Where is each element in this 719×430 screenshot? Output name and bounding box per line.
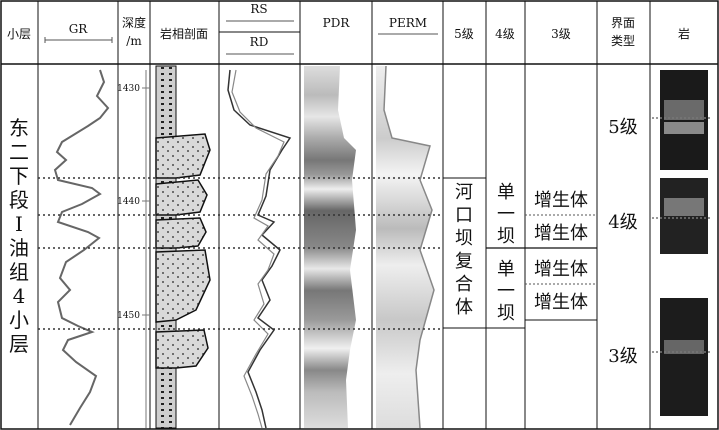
gr-curve [53, 69, 110, 426]
rs-curve [227, 69, 292, 429]
depth-tick-1450: 1450 [117, 311, 140, 321]
svg-text:油: 油 [9, 236, 29, 260]
svg-text:层: 层 [9, 332, 29, 356]
svg-text:坝: 坝 [497, 226, 515, 247]
gr-scale-bar [44, 37, 113, 43]
interface-label-5: 5级 [608, 117, 637, 138]
svg-text:河: 河 [455, 182, 473, 203]
sand-body-1 [155, 133, 211, 179]
layer-name-vertical: 东 二 下 段 I 油 组 4 小 层 [9, 116, 29, 356]
header-gr: GR [69, 22, 89, 36]
header-interface-line2: 类型 [611, 34, 635, 48]
level3-dividers [525, 214, 597, 285]
level3-unit-2: 增生体 [534, 223, 588, 244]
header-level5: 5级 [454, 27, 474, 41]
svg-text:一: 一 [497, 281, 515, 302]
core-photos [660, 70, 708, 416]
svg-text:组: 组 [9, 260, 29, 284]
level3-unit-1: 增生体 [534, 190, 588, 211]
header-pdr: PDR [323, 16, 351, 30]
interface-label-3: 3级 [608, 346, 637, 367]
header-depth-line2: /m [126, 34, 142, 48]
level5-unit-box [442, 177, 487, 329]
sand-body-4 [155, 249, 211, 323]
level4-unit-2-label: 单 一 坝 [497, 259, 515, 324]
svg-text:合: 合 [455, 274, 473, 295]
rd-curve [231, 69, 285, 429]
header-rs: RS [250, 2, 267, 16]
perm-track [376, 65, 435, 429]
svg-text:一: 一 [497, 204, 515, 225]
svg-text:二: 二 [9, 140, 29, 164]
interface-label-4: 4级 [608, 212, 637, 233]
svg-text:口: 口 [455, 205, 473, 226]
header-perm: PERM [389, 16, 427, 30]
sand-body-5 [155, 329, 209, 369]
svg-text:坝: 坝 [455, 228, 473, 249]
svg-text:单: 单 [497, 259, 515, 280]
depth-tick-1430: 1430 [117, 84, 140, 94]
level5-unit-label: 河 口 坝 复 合 体 [455, 182, 473, 318]
pdr-track [304, 66, 368, 428]
header-depth-line1: 深度 [122, 15, 146, 30]
sand-body-2 [155, 179, 208, 216]
depth-tick-1440: 1440 [117, 197, 140, 207]
svg-text:段: 段 [9, 188, 29, 212]
core-photo-3 [660, 298, 708, 416]
svg-text:坝: 坝 [497, 303, 515, 324]
header-layer: 小层 [7, 27, 31, 41]
svg-text:下: 下 [9, 164, 29, 188]
svg-text:体: 体 [455, 297, 473, 318]
svg-text:小: 小 [9, 308, 29, 332]
level3-unit-4: 增生体 [534, 292, 588, 313]
sand-body-3 [155, 217, 207, 249]
svg-text:4: 4 [13, 284, 26, 308]
core-interface-marks [652, 117, 712, 353]
header-level3: 3级 [551, 27, 571, 41]
svg-text:I: I [15, 212, 23, 236]
header-rd: RD [250, 35, 269, 49]
svg-text:复: 复 [455, 251, 473, 272]
header-interface-line1: 界面 [611, 16, 635, 30]
depth-axis [142, 70, 150, 428]
header-level4: 4级 [495, 27, 515, 41]
lithology-column [155, 65, 211, 429]
svg-text:东: 东 [9, 116, 29, 140]
header-lithology: 岩相剖面 [160, 26, 208, 41]
level4-unit-1-label: 单 一 坝 [497, 182, 515, 247]
header-core: 岩 [678, 26, 690, 41]
level3-unit-3: 增生体 [534, 259, 588, 280]
column-separators [37, 1, 651, 429]
svg-text:单: 单 [497, 182, 515, 203]
